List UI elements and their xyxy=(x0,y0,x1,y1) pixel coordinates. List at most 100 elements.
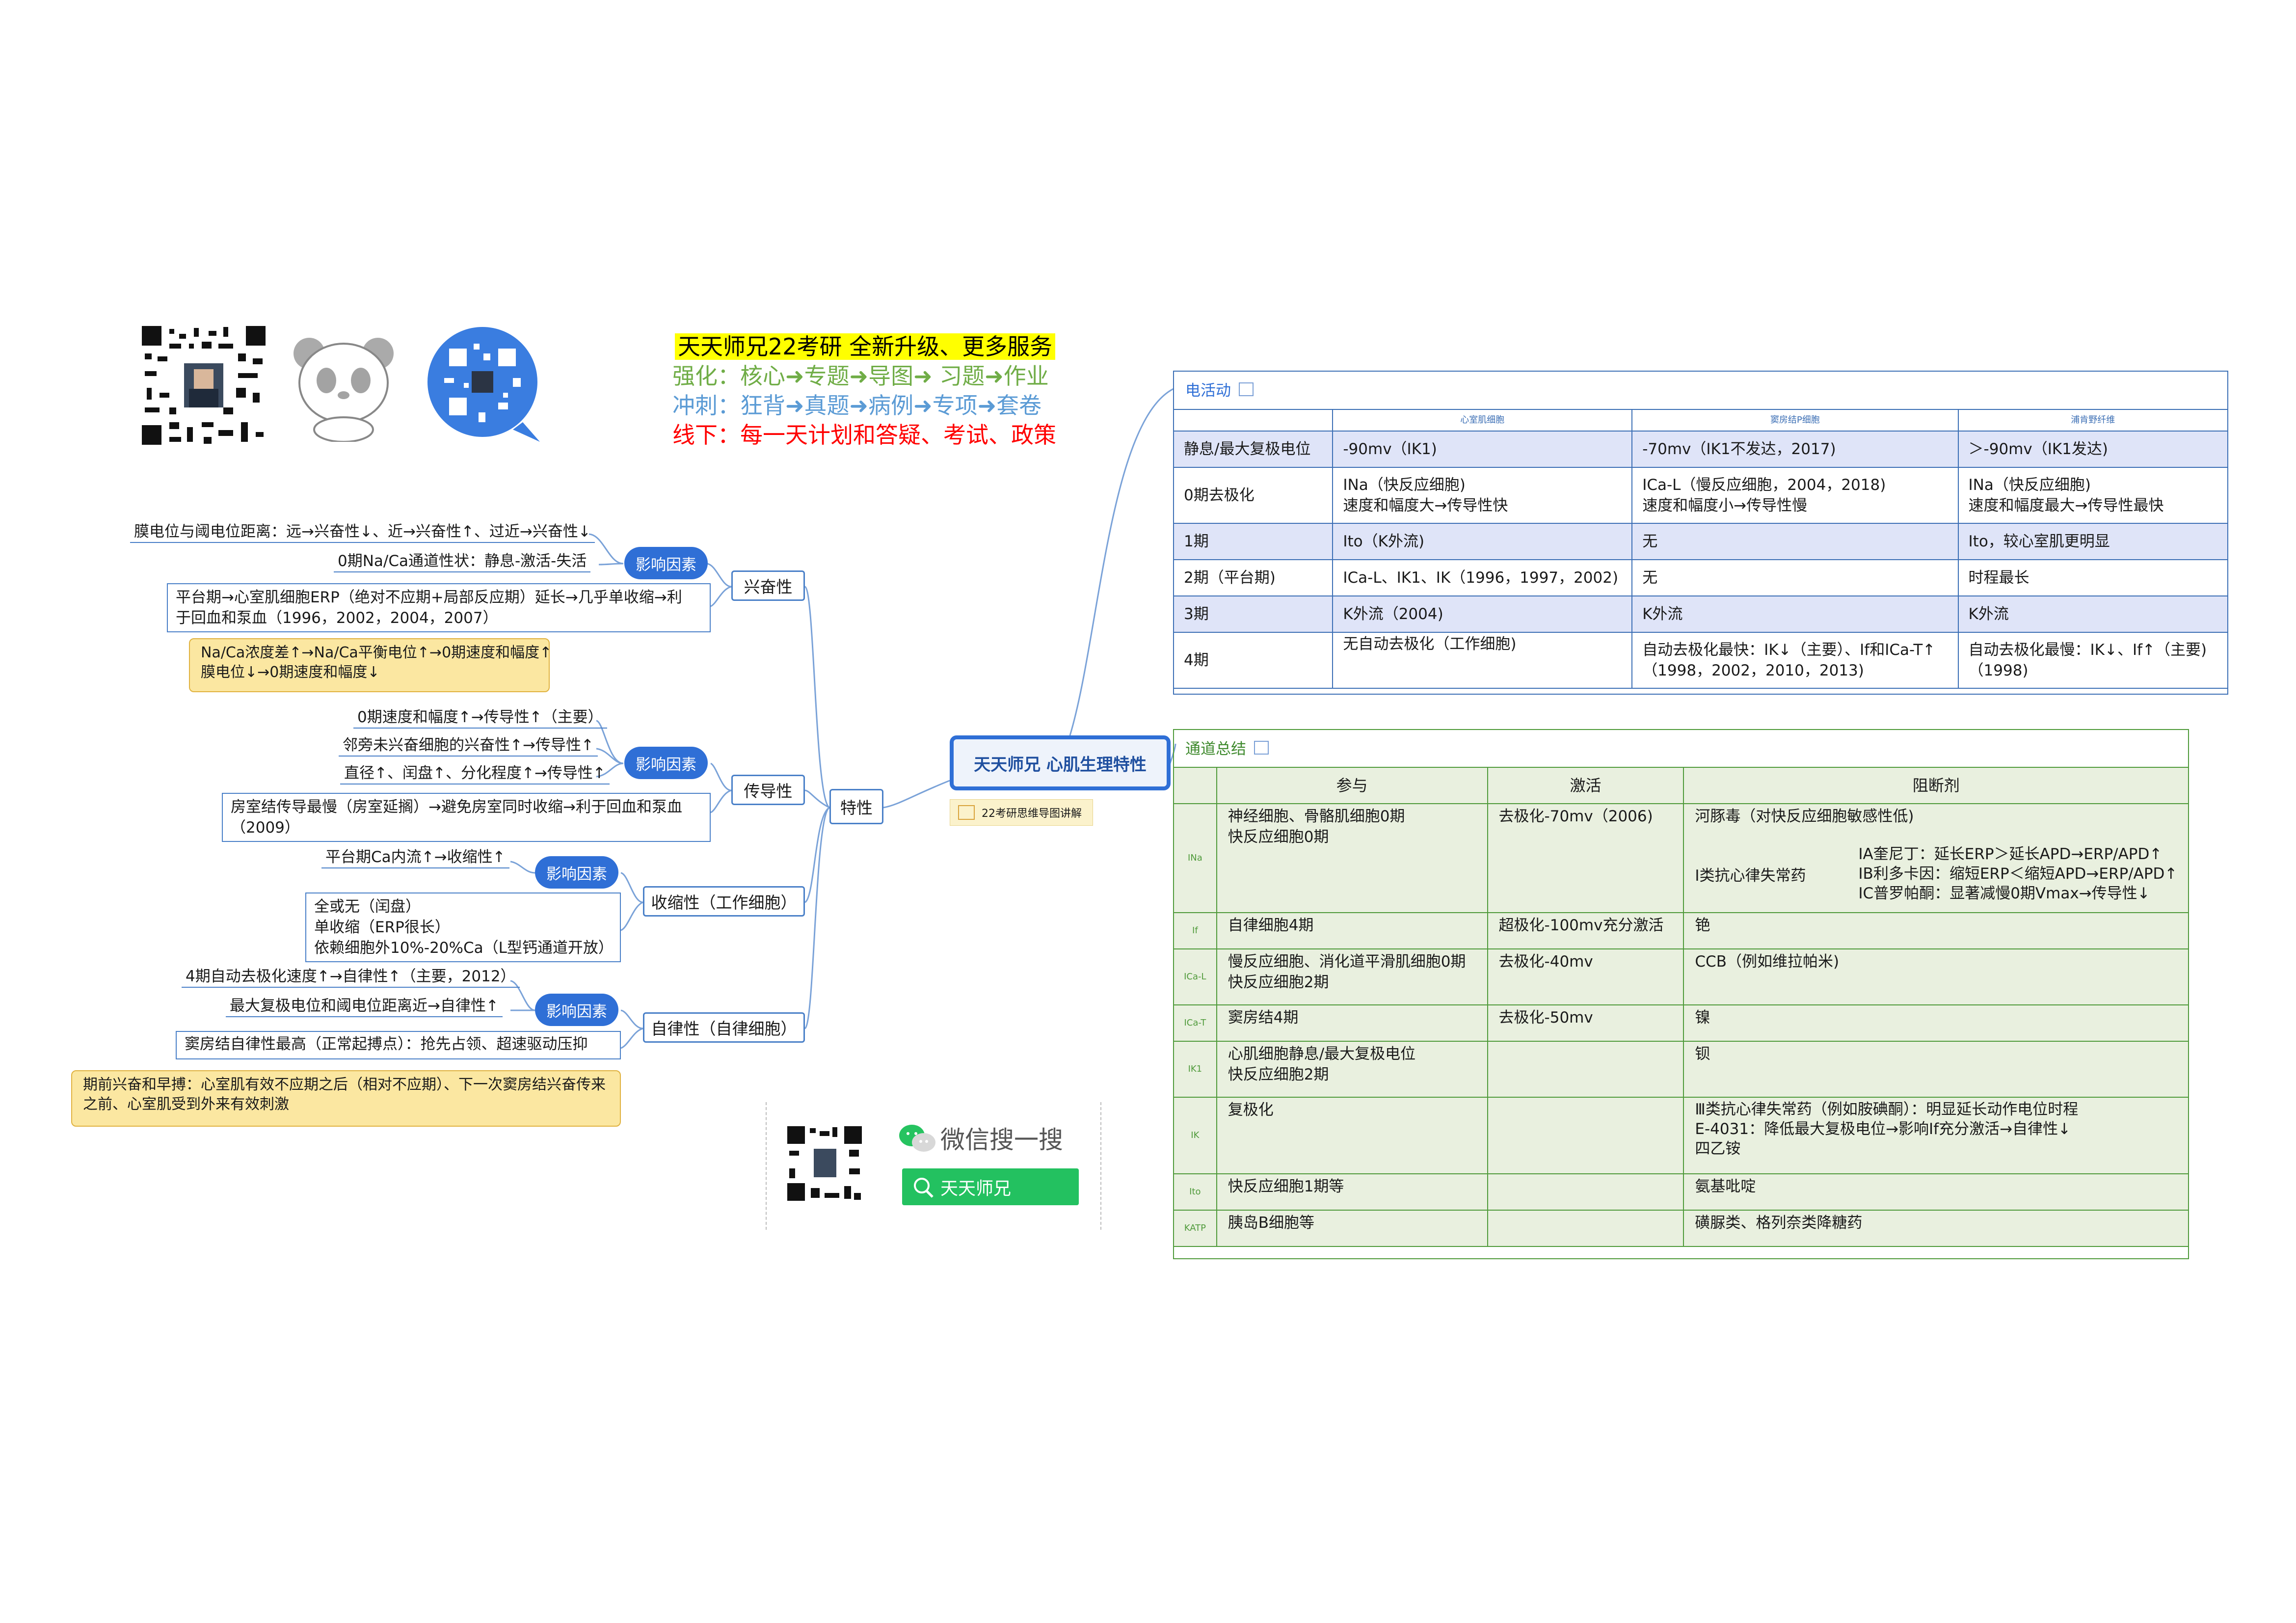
channel-summary-table: 参与 激活 阻断剂 INa 神经细胞、骨骼肌细胞0期快反应细胞0期 去极化-70… xyxy=(1173,767,2189,1247)
channel-participation: 快反应细胞1期等 xyxy=(1216,1173,1488,1211)
channel-label: Ito xyxy=(1173,1173,1217,1211)
wechat-search-header: 微信搜一搜 xyxy=(898,1120,1063,1156)
channel-label: IK1 xyxy=(1173,1041,1217,1098)
channel-label: INa xyxy=(1173,803,1217,913)
factor-pill-contractility[interactable]: 影响因素 xyxy=(535,856,618,889)
row-cell: ICa-L（慢反应细胞，2004，2018)速度和幅度小→传导性慢 xyxy=(1631,467,1959,524)
row-cell: 无自动去极化（工作细胞) xyxy=(1332,632,1633,689)
channel-summary-title[interactable]: 通道总结 xyxy=(1185,736,1269,758)
channel-blocker: 镍 xyxy=(1683,1004,2189,1042)
row-cell: K外流（2004) xyxy=(1332,595,1633,633)
factor-pill-conduction[interactable]: 影响因素 xyxy=(624,747,708,779)
central-note-badge[interactable]: 22考研思维导图讲解 xyxy=(950,799,1093,826)
row-stage: 1期 xyxy=(1173,523,1334,560)
automaticity-sinoatrial-box[interactable]: 窦房结自律性最高（正常起搏点）：抢先占领、超速驱动压抑 xyxy=(176,1031,621,1059)
factor-pill-automaticity[interactable]: 影响因素 xyxy=(535,994,618,1026)
channel-blocker: 钡 xyxy=(1683,1041,2189,1098)
central-topic[interactable]: 天天师兄 心肌生理特性 xyxy=(950,735,1171,790)
leaf-automaticity-1[interactable]: 4期自动去极化速度↑→自律性↑（主要，2012） xyxy=(182,966,520,988)
row-cell: 自动去极化最快：IK↓（主要）、If和ICa-T↑（1998，2002，2010… xyxy=(1631,632,1959,689)
row-cell: 自动去极化最慢：IK↓、If↑（主要)（1998) xyxy=(1957,632,2229,689)
table-icon xyxy=(1239,382,1254,396)
row-stage: 0期去极化 xyxy=(1173,467,1334,524)
row-stage: 4期 xyxy=(1173,632,1334,689)
row-cell: ICa-L、IK1、IK（1996，1997，2002) xyxy=(1332,559,1633,596)
branch-conduction[interactable]: 传导性 xyxy=(731,775,805,805)
row-cell: ＞-90mv（IK1发达) xyxy=(1957,431,2229,468)
leaf-conduction-3[interactable]: 直径↑、闰盘↑、分化程度↑→传导性↑ xyxy=(340,763,610,784)
wechat-search-label: 微信搜一搜 xyxy=(940,1126,1063,1154)
promo-offline: 线下：每一天计划和答疑、考试、政策 xyxy=(672,422,1056,448)
wechat-qr-icon xyxy=(427,327,540,442)
table-icon xyxy=(1254,740,1269,755)
channel-blocker: 磺脲类、格列奈类降糖药 xyxy=(1683,1210,2189,1247)
header-activation: 激活 xyxy=(1487,767,1684,804)
channel-participation: 心肌细胞静息/最大复极电位快反应细胞2期 xyxy=(1216,1041,1488,1098)
row-stage: 2期（平台期) xyxy=(1173,559,1334,596)
branch-excitability[interactable]: 兴奋性 xyxy=(731,570,805,601)
channel-participation: 慢反应细胞、消化道平滑肌细胞0期快反应细胞2期 xyxy=(1216,948,1488,1005)
channel-activation: 去极化-50mv xyxy=(1487,1004,1684,1042)
leaf-conduction-1[interactable]: 0期速度和幅度↑→传导性↑（主要） xyxy=(353,707,607,729)
channel-blocker: 河豚毒（对快反应细胞敏感性低) Ⅰ类抗心律失常药 IA奎尼丁：延长ERP＞延长A… xyxy=(1683,803,2189,913)
header-ventricular: 心室肌细胞 xyxy=(1332,409,1633,432)
class-i-antiarrhythmic-list: IA奎尼丁：延长ERP＞延长APD→ERP/APD↑ IB利多卡因：缩短ERP＜… xyxy=(1858,845,2178,902)
panda-mascot-icon xyxy=(294,338,394,442)
header-participation: 参与 xyxy=(1216,767,1488,804)
row-cell: K外流 xyxy=(1957,595,2229,633)
excitability-note[interactable]: Na/Ca浓度差↑→Na/Ca平衡电位↑→0期速度和幅度↑膜电位↓→0期速度和幅… xyxy=(189,638,552,692)
wechat-search-qr-icon xyxy=(785,1124,864,1203)
channel-activation: 超极化-100mv充分激活 xyxy=(1487,912,1684,949)
factor-pill-excitability[interactable]: 影响因素 xyxy=(624,547,708,579)
note-icon xyxy=(958,805,975,820)
central-note-text: 22考研思维导图讲解 xyxy=(982,808,1082,820)
excitability-plateau-box[interactable]: 平台期→心室肌细胞ERP（绝对不应期+局部反应期）延长→几乎单收缩→利于回血和泵… xyxy=(167,583,711,632)
row-cell: Ito，较心室肌更明显 xyxy=(1957,523,2229,560)
leaf-automaticity-2[interactable]: 最大复极电位和阈电位距离近→自律性↑ xyxy=(226,996,503,1017)
wechat-logo-icon xyxy=(899,1125,935,1152)
row-cell: Ito（K外流) xyxy=(1332,523,1633,560)
row-cell: INa（快反应细胞)速度和幅度最大→传导性最快 xyxy=(1957,467,2229,524)
channel-participation: 胰岛B细胞等 xyxy=(1216,1210,1488,1247)
header-blocker: 阻断剂 xyxy=(1683,767,2189,804)
promo-sprint: 冲刺：狂背➜真题➜病例➜专项➜套卷 xyxy=(672,392,1042,419)
channel-label: KATP xyxy=(1173,1210,1217,1247)
contractility-features-box[interactable]: 全或无（闰盘）单收缩（ERP很长）依赖细胞外10%-20%Ca（L型钙通道开放） xyxy=(305,893,621,962)
conduction-av-delay-box[interactable]: 房室结传导最慢（房室延搁）→避免房室同时收缩→利于回血和泵血（2009） xyxy=(222,793,711,842)
row-cell: K外流 xyxy=(1631,595,1959,633)
header-stage xyxy=(1173,409,1334,432)
row-stage: 3期 xyxy=(1173,595,1334,633)
automaticity-premature-note[interactable]: 期前兴奋和早搏：心室肌有效不应期之后（相对不应期）、下一次窦房结兴奋传来之前、心… xyxy=(71,1070,621,1127)
channel-label: IK xyxy=(1173,1097,1217,1174)
channel-participation: 自律细胞4期 xyxy=(1216,912,1488,949)
leaf-excitability-2[interactable]: 0期Na/Ca通道性状：静息-激活-失活 xyxy=(334,551,591,572)
row-stage: 静息/最大复极电位 xyxy=(1173,431,1334,468)
channel-activation: 去极化-40mv xyxy=(1487,948,1684,1005)
channel-blocker: 氨基吡啶 xyxy=(1683,1173,2189,1211)
row-cell: 无 xyxy=(1631,559,1959,596)
root-characteristics[interactable]: 特性 xyxy=(829,789,883,824)
class-i-antiarrhythmic-label: Ⅰ类抗心律失常药 xyxy=(1695,867,1806,885)
channel-blocker: 铯 xyxy=(1683,912,2189,949)
leaf-excitability-1[interactable]: 膜电位与阈电位距离：远→兴奋性↓、近→兴奋性↑、过近→兴奋性↓ xyxy=(130,521,595,543)
row-cell: 无 xyxy=(1631,523,1959,560)
promo-headline: 天天师兄22考研 全新升级、更多服务 xyxy=(675,332,1056,361)
channel-participation: 神经细胞、骨骼肌细胞0期快反应细胞0期 xyxy=(1216,803,1488,913)
wechat-search-box[interactable]: 天天师兄 xyxy=(902,1168,1079,1205)
channel-label: If xyxy=(1173,912,1217,949)
branch-contractility[interactable]: 收缩性（工作细胞） xyxy=(643,886,805,917)
leaf-conduction-2[interactable]: 邻旁未兴奋细胞的兴奋性↑→传导性↑ xyxy=(339,735,598,757)
channel-blocker: CCB（例如维拉帕米) xyxy=(1683,948,2189,1005)
channel-activation xyxy=(1487,1173,1684,1211)
channel-label: ICa-T xyxy=(1173,1004,1217,1042)
row-cell: INa（快反应细胞)速度和幅度大→传导性快 xyxy=(1332,467,1633,524)
channel-activation xyxy=(1487,1041,1684,1098)
search-icon xyxy=(914,1177,934,1198)
electric-activity-title[interactable]: 电活动 xyxy=(1185,378,1254,400)
channel-activation: 去极化-70mv（2006) xyxy=(1487,803,1684,913)
channel-activation xyxy=(1487,1097,1684,1174)
branch-automaticity[interactable]: 自律性（自律细胞） xyxy=(643,1012,805,1043)
leaf-contractility-1[interactable]: 平台期Ca内流↑→收缩性↑ xyxy=(321,847,509,868)
